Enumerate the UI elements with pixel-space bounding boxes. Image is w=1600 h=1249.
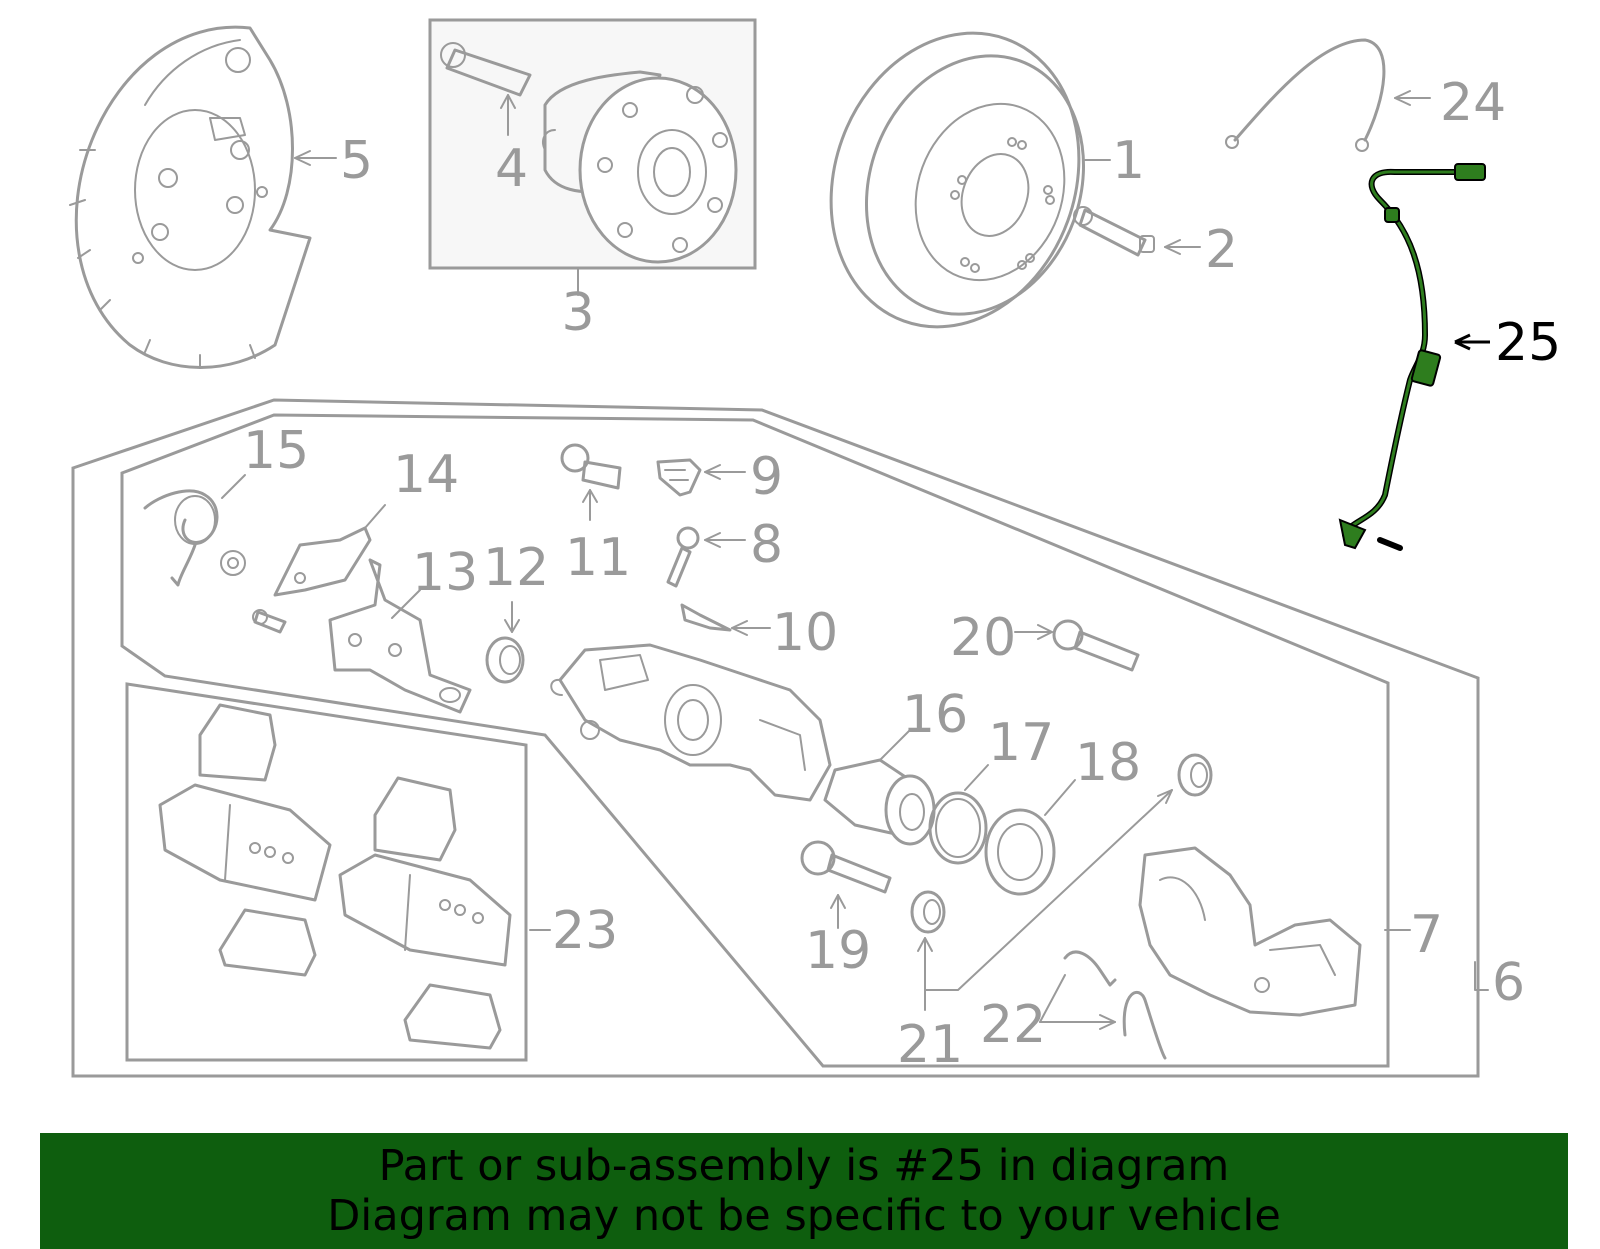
part-15-spring (143, 474, 246, 587)
callout-22[interactable]: 22 (980, 995, 1046, 1055)
part-2-bolt (1073, 206, 1201, 257)
part-23-brake-pads (158, 703, 551, 1050)
group-6-outline (71, 398, 1480, 1078)
caliper-body (550, 643, 832, 802)
callout-7[interactable]: 7 (1410, 905, 1443, 965)
callout-labels: 1 2 3 4 5 6 7 8 9 10 11 12 13 14 15 16 1… (243, 73, 1561, 1075)
leader-lines (294, 94, 1489, 991)
part-22-springs (1039, 950, 1167, 1060)
callout-20[interactable]: 20 (950, 608, 1016, 668)
part-14-bracket (252, 504, 386, 634)
callout-9[interactable]: 9 (750, 447, 783, 507)
callout-6[interactable]: 6 (1492, 953, 1525, 1013)
callout-25[interactable]: 25 (1495, 313, 1561, 373)
part-16-piston (823, 729, 936, 846)
info-banner: Part or sub-assembly is #25 in diagram D… (40, 1133, 1568, 1249)
part-11-bleeder (560, 443, 622, 521)
callout-8[interactable]: 8 (750, 515, 783, 575)
part-18-dust-boot (984, 779, 1076, 896)
part-10-shim (680, 603, 771, 636)
callout-19[interactable]: 19 (805, 921, 871, 981)
callout-24[interactable]: 24 (1440, 73, 1506, 133)
callout-5[interactable]: 5 (340, 131, 373, 191)
group-23-outline (125, 682, 528, 1062)
part-21-bushings (910, 753, 1213, 1011)
part-20-guide-pin (1014, 619, 1140, 672)
callout-12[interactable]: 12 (483, 538, 549, 598)
banner-line-2: Diagram may not be specific to your vehi… (327, 1191, 1281, 1241)
part-9-clip (656, 458, 746, 497)
part-8-screw (666, 526, 746, 588)
callout-13[interactable]: 13 (412, 543, 478, 603)
part-13-lever (328, 558, 472, 714)
part-25-wheel-speed-sensor (1338, 163, 1490, 551)
part-1-rotor (829, 31, 1111, 329)
callout-4[interactable]: 4 (495, 139, 528, 199)
group-7-outline (120, 413, 1390, 1068)
callout-2[interactable]: 2 (1205, 220, 1238, 280)
callout-10[interactable]: 10 (772, 603, 838, 663)
part-3-hub-assembly (428, 18, 757, 296)
callout-16[interactable]: 16 (902, 685, 968, 745)
callout-1[interactable]: 1 (1112, 131, 1145, 191)
callout-11[interactable]: 11 (565, 528, 631, 588)
part-7-caliper-bracket (1138, 846, 1411, 1017)
callout-17[interactable]: 17 (988, 713, 1054, 773)
callout-3[interactable]: 3 (561, 283, 594, 343)
banner-line-1: Part or sub-assembly is #25 in diagram (378, 1141, 1230, 1191)
callout-14[interactable]: 14 (393, 445, 459, 505)
callout-18[interactable]: 18 (1075, 733, 1141, 793)
part-12-boot (485, 601, 525, 684)
callout-23[interactable]: 23 (552, 901, 618, 961)
part-19-bolt (800, 840, 892, 929)
part-5-dust-shield (69, 25, 312, 369)
part-17-seal (928, 764, 989, 865)
part-24-brake-line (1225, 38, 1431, 152)
callout-21[interactable]: 21 (897, 1015, 963, 1075)
callout-15[interactable]: 15 (243, 421, 309, 481)
